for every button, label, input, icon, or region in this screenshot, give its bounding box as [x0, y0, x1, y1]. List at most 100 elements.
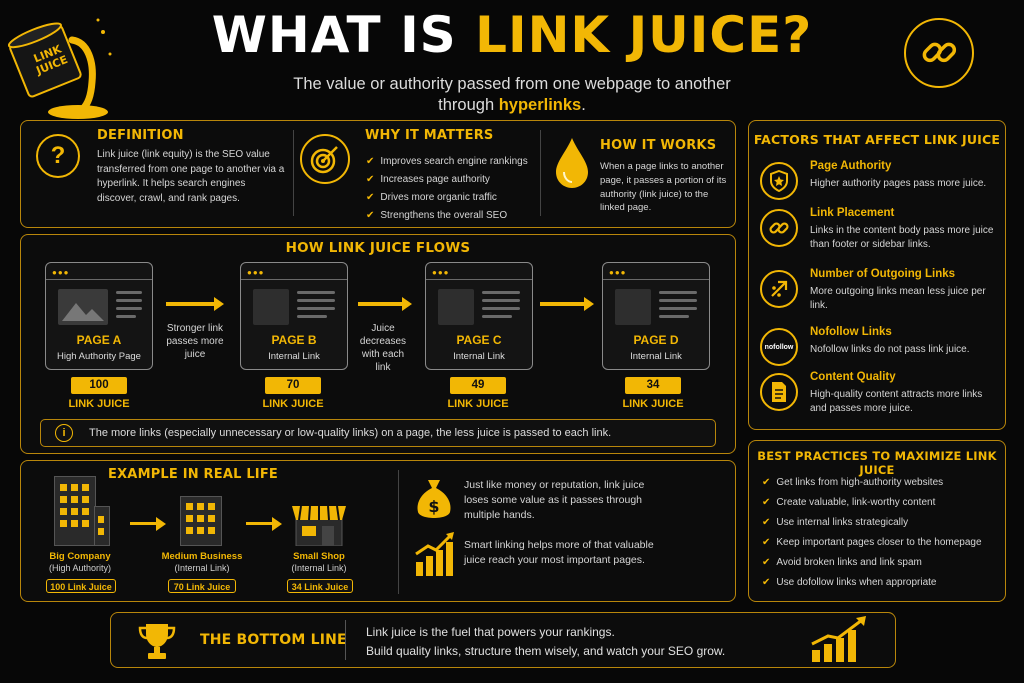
factors-title: FACTORS THAT AFFECT LINK JUICE — [753, 132, 1001, 147]
list-item: ✔Keep important pages closer to the home… — [762, 532, 982, 552]
factor-item: Number of Outgoing Links More outgoing l… — [760, 268, 1000, 318]
image-icon — [58, 289, 108, 325]
list-item: ✔ Get links from high-authority websites — [762, 472, 982, 492]
subtitle-line-2: through — [438, 96, 499, 115]
juice-badge: 70 — [265, 377, 321, 394]
juice-unit: LINK JUICE — [447, 398, 509, 410]
page-subtitle: The value or authority passed from one w… — [212, 74, 812, 117]
factor-text: Links in the content body pass more juic… — [810, 225, 994, 250]
page-b-card: ●●● PAGE B Internal Link — [240, 262, 348, 370]
bottom-line-1: Link juice is the fuel that powers your … — [366, 625, 615, 639]
window-dots-icon: ●●● — [432, 268, 450, 277]
window-dots-icon: ●●● — [247, 268, 265, 277]
page-name: PAGE D — [633, 333, 679, 347]
why-title: WHY IT MATTERS — [365, 128, 494, 143]
list-item-label: Avoid broken links and link spam — [776, 556, 922, 568]
juice-unit: LINK JUICE — [262, 398, 324, 410]
list-item: ✔ Use internal links strategically — [762, 512, 982, 532]
bottom-line-title: THE BOTTOM LINE — [200, 632, 347, 648]
juice-badge: 100 — [71, 377, 127, 394]
small-shop-icon — [292, 502, 346, 547]
check-icon: ✔ — [762, 476, 771, 488]
target-icon — [300, 134, 350, 184]
example-value: 100 Link Juice — [46, 579, 116, 593]
outgoing-arrow-icon — [760, 270, 798, 308]
factor-title: Link Placement — [810, 207, 895, 219]
arrow-text: Stronger link passes more juice — [166, 323, 224, 360]
growth-bars-icon — [808, 614, 870, 664]
divider — [293, 130, 294, 216]
page-sub: Internal Link — [268, 351, 320, 362]
window-dots-icon: ●●● — [609, 268, 627, 277]
nofollow-icon-label: nofollow — [764, 343, 794, 351]
factor-title: Page Authority — [810, 160, 892, 172]
factor-text: Nofollow links do not pass link juice. — [810, 344, 970, 355]
juice-badge: 34 — [625, 377, 681, 394]
link-icon — [760, 209, 798, 247]
best-practices-title: BEST PRACTICES TO MAXIMIZE LINK JUICE — [757, 449, 997, 477]
page-name: PAGE A — [76, 333, 122, 347]
juice-unit: LINK JUICE — [622, 398, 684, 410]
flow-note-text: The more links (especially unnecessary o… — [89, 427, 612, 439]
bottom-line-text: Link juice is the fuel that powers your … — [366, 623, 725, 660]
trophy-icon — [136, 620, 178, 662]
list-item-label: Keep important pages closer to the homep… — [776, 536, 982, 548]
check-icon: ✔ — [366, 155, 375, 167]
how-title: HOW IT WORKS — [600, 138, 717, 153]
check-icon: ✔ — [762, 516, 771, 528]
drop-icon — [552, 136, 592, 190]
arrow-icon — [540, 297, 594, 311]
bottom-line-2: Build quality links, structure them wise… — [366, 643, 726, 658]
factor-item: nofollow Nofollow Links Nofollow links d… — [760, 326, 1000, 366]
page-name: PAGE B — [271, 333, 317, 347]
example-value: 34 Link Juice — [287, 579, 353, 593]
list-item: ✔ Increases page authority — [366, 170, 528, 188]
chain-link-icon — [904, 18, 974, 88]
intro-panel — [20, 120, 736, 228]
factor-title: Number of Outgoing Links — [810, 268, 956, 280]
list-item: ✔Use dofollow links when appropriate — [762, 572, 982, 592]
juice-badge: 49 — [450, 377, 506, 394]
factor-title: Nofollow Links — [810, 326, 892, 338]
arrow-icon — [166, 297, 224, 311]
page-title: WHAT IS LINK JUICE? — [0, 6, 1024, 64]
factor-text: High-quality content attracts more links… — [810, 389, 983, 414]
subtitle-end: . — [581, 96, 586, 115]
bottom-line-panel — [110, 612, 896, 668]
document-icon — [760, 373, 798, 411]
subtitle-line-1: The value or authority passed from one w… — [293, 75, 731, 93]
growth-chart-icon — [414, 532, 456, 576]
why-list: ✔Improves search engine rankings ✔Increa… — [366, 152, 528, 224]
example-name: Medium Business — [161, 551, 243, 562]
list-item-label: Create valuable, link-worthy content — [776, 496, 936, 508]
example-sub: (Internal Link) — [291, 563, 347, 573]
svg-text:$: $ — [428, 497, 439, 516]
subtitle-hyperlinks: hyperlinks — [498, 96, 582, 115]
divider — [345, 620, 346, 660]
arrow-icon — [130, 517, 166, 531]
list-item-label: Increases page authority — [380, 173, 490, 185]
list-item-label: Get links from high-authority websites — [776, 476, 944, 488]
example-name: Big Company — [49, 551, 111, 562]
list-item-label: Strengthens the overall SEO — [380, 209, 508, 221]
page-d-card: ●●● PAGE D Internal Link — [602, 262, 710, 370]
list-item-label: Drives more organic traffic — [380, 191, 497, 203]
example-text-2: Smart linking helps more of that valuabl… — [464, 539, 654, 567]
how-text: When a page links to another page, it pa… — [600, 161, 727, 214]
flow-note: i The more links (especially unnecessary… — [40, 419, 716, 447]
list-item: ✔Strengthens the overall SEO — [366, 206, 528, 224]
divider — [398, 470, 399, 594]
example-sub: (High Authority) — [48, 563, 112, 573]
example-title: EXAMPLE IN REAL LIFE — [108, 467, 279, 482]
window-dots-icon: ●●● — [52, 268, 70, 277]
list-item-label: Use internal links strategically — [776, 516, 909, 528]
factor-item: Page Authority Higher authority pages pa… — [760, 160, 1000, 204]
info-icon: i — [55, 424, 73, 442]
check-icon: ✔ — [366, 173, 375, 185]
page-sub: Internal Link — [453, 351, 505, 362]
question-icon: ? — [36, 134, 80, 178]
money-bag-icon: $ — [414, 476, 454, 522]
factor-item: Content Quality High-quality content att… — [760, 371, 1000, 421]
arrow-icon — [246, 517, 282, 531]
shield-star-icon — [760, 162, 798, 200]
